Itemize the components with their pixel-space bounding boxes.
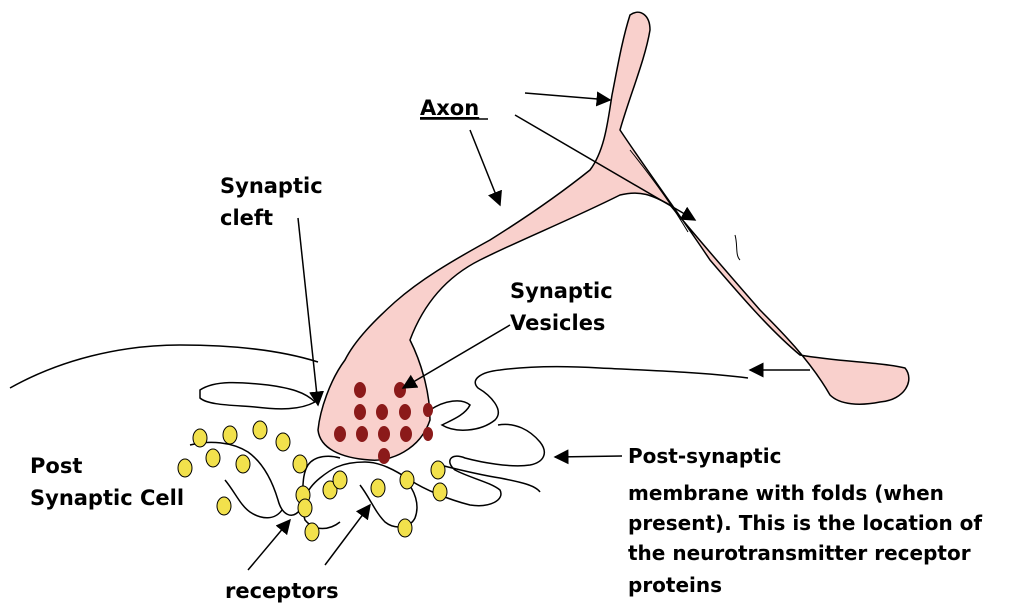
post-synaptic-fold-tail	[440, 465, 540, 492]
label-post-synaptic-cell-line1: Post	[30, 454, 82, 478]
label-post-synaptic-membrane: Post-synaptic membrane with folds (when …	[628, 444, 989, 597]
label-axon: Axon	[420, 96, 479, 120]
vesicle	[394, 382, 406, 398]
receptor	[236, 455, 250, 473]
vesicle	[423, 403, 433, 417]
vesicle	[378, 426, 390, 442]
post-synaptic-membrane-outline	[10, 345, 318, 388]
label-synaptic-cleft-line1: Synaptic	[220, 174, 323, 198]
label-psm-line3: present). This is the location of	[628, 511, 982, 535]
arrow-axon-to-shaft	[470, 130, 500, 205]
arrow-receptor-right	[325, 505, 370, 565]
arrow-vesicles	[403, 325, 510, 388]
receptor	[433, 483, 447, 501]
arrow-receptor-left	[248, 520, 290, 570]
receptor	[293, 455, 307, 473]
vesicle	[354, 404, 366, 420]
arrow-post-synaptic-membrane	[555, 456, 622, 457]
receptor	[431, 461, 445, 479]
receptor	[305, 523, 319, 541]
label-psm-line4: the neurotransmitter receptor	[628, 541, 971, 565]
vesicle	[354, 382, 366, 398]
vesicle	[399, 404, 411, 420]
vesicle	[378, 448, 390, 464]
label-post-synaptic-cell-line2: Synaptic Cell	[30, 486, 184, 510]
label-synaptic-vesicles: Synaptic Vesicles	[510, 279, 620, 335]
receptor	[217, 497, 231, 515]
arrow-cleft	[298, 218, 318, 405]
label-psm-line5: proteins	[628, 573, 722, 597]
receptor	[333, 471, 347, 489]
post-synaptic-membrane-folds	[200, 367, 748, 430]
receptor	[193, 429, 207, 447]
receptor	[398, 519, 412, 537]
receptor	[223, 426, 237, 444]
receptor	[253, 421, 267, 439]
receptor	[371, 479, 385, 497]
vesicle	[376, 404, 388, 420]
vesicle	[356, 426, 368, 442]
vesicle	[400, 426, 412, 442]
label-receptors: receptors	[225, 579, 339, 603]
label-synaptic-vesicles-line2: Vesicles	[510, 311, 605, 335]
receptor	[206, 449, 220, 467]
receptor	[298, 499, 312, 517]
arrow-axon-to-right-branch	[515, 115, 695, 220]
label-psm-line1: Post-synaptic	[628, 444, 781, 468]
label-synaptic-cleft-line2: cleft	[220, 206, 273, 230]
label-post-synaptic-cell: Post Synaptic Cell	[30, 454, 184, 510]
label-psm-line2: membrane with folds (when	[628, 481, 944, 505]
receptor	[400, 471, 414, 489]
receptor	[276, 433, 290, 451]
vesicle	[423, 427, 433, 441]
label-synaptic-vesicles-line1: Synaptic	[510, 279, 613, 303]
arrow-axon-to-top-branch	[525, 93, 610, 100]
label-synaptic-cleft: Synaptic cleft	[220, 174, 330, 230]
receptor	[178, 459, 192, 477]
axon-body	[318, 12, 909, 460]
axon-branch-line-2	[735, 235, 740, 260]
vesicle	[334, 426, 346, 442]
